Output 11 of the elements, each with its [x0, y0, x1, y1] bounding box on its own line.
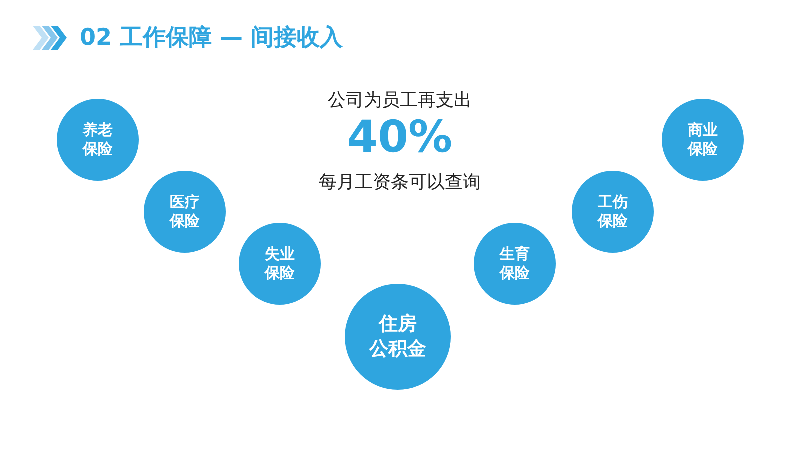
circle-label: 商业保险	[688, 120, 718, 160]
circle-label: 医疗保险	[170, 192, 200, 232]
circle-label: 失业保险	[265, 244, 295, 284]
circle-label: 生育保险	[500, 244, 530, 284]
title: 02 工作保障 — 间接收入	[80, 24, 344, 53]
circle-label: 工伤保险	[598, 192, 628, 232]
center-caption: 每月工资条可以查询	[318, 171, 482, 194]
center-caption: 公司为员工再支出	[327, 89, 473, 112]
circle-label: 养老保险	[83, 120, 113, 160]
circle-label: 住房公积金	[370, 312, 426, 362]
percentage-figure: 40%	[346, 112, 454, 163]
